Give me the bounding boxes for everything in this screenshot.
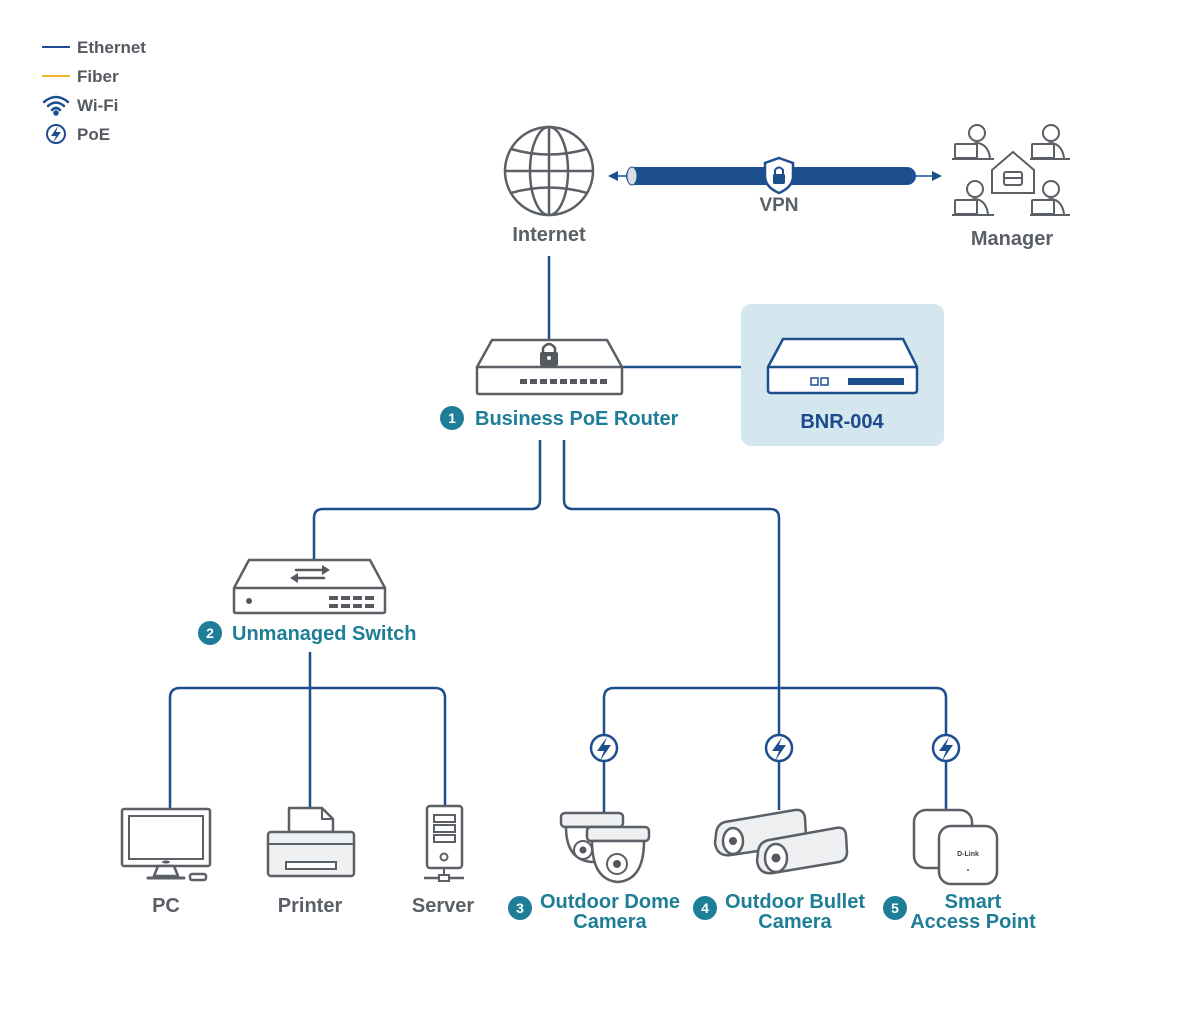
svg-text:5: 5 [891, 900, 899, 916]
legend: Ethernet Fiber Wi-Fi PoE [42, 38, 146, 144]
bullet-label-line1: Outdoor Bullet [725, 891, 865, 913]
badge-3: 3 [508, 896, 532, 920]
pc-monitor-icon [120, 807, 212, 882]
vpn-shield-lock-icon [763, 156, 795, 195]
bnr-label: BNR-004 [800, 411, 884, 433]
manager-remote-workers-icon [952, 124, 1070, 216]
poe-icon [764, 733, 794, 763]
printer-icon [266, 806, 356, 878]
internet-globe-icon [503, 125, 595, 217]
badge-4: 4 [693, 896, 717, 920]
wire-switch-devices [168, 652, 447, 808]
internet-label: Internet [512, 224, 586, 246]
router-label: Business PoE Router [475, 408, 679, 430]
bnr-device-icon [766, 337, 919, 395]
badge-5: 5 [883, 896, 907, 920]
server-label: Server [412, 895, 474, 917]
dome-camera-icon [559, 811, 651, 884]
bullet-camera-icon [713, 808, 849, 875]
svg-text:4: 4 [701, 900, 709, 916]
poe-icon [589, 733, 619, 763]
legend-fiber: Fiber [77, 67, 119, 86]
printer-label: Printer [278, 895, 343, 917]
bullet-label-line2: Camera [758, 911, 832, 933]
wire-router-switch [312, 440, 542, 560]
legend-wifi: Wi-Fi [77, 96, 118, 115]
badge-1: 1 [440, 406, 464, 430]
legend-poe: PoE [77, 125, 110, 144]
svg-text:3: 3 [516, 900, 524, 916]
legend-ethernet: Ethernet [77, 38, 146, 57]
svg-text:2: 2 [206, 625, 214, 641]
dome-label-line1: Outdoor Dome [540, 891, 680, 913]
business-poe-router-icon [475, 338, 624, 396]
access-point-icon: D-Link [912, 808, 999, 886]
wire-router-poe-branch [562, 440, 781, 688]
ap-brand-logo: D-Link [957, 851, 979, 858]
dome-label-line2: Camera [573, 911, 647, 933]
unmanaged-switch-icon [232, 558, 387, 615]
bnr-panel [741, 304, 944, 446]
vpn-label: VPN [759, 195, 798, 216]
svg-text:1: 1 [448, 410, 456, 426]
poe-icon [931, 733, 961, 763]
server-tower-icon [424, 804, 464, 882]
wifi-icon [42, 95, 70, 116]
ap-label-line2: Access Point [910, 911, 1036, 933]
wires [168, 256, 948, 815]
ap-label-line1: Smart [945, 891, 1002, 913]
poe-icon [46, 124, 66, 144]
switch-label: Unmanaged Switch [232, 623, 416, 645]
pc-label: PC [152, 895, 180, 917]
manager-label: Manager [971, 228, 1053, 250]
badge-2: 2 [198, 621, 222, 645]
